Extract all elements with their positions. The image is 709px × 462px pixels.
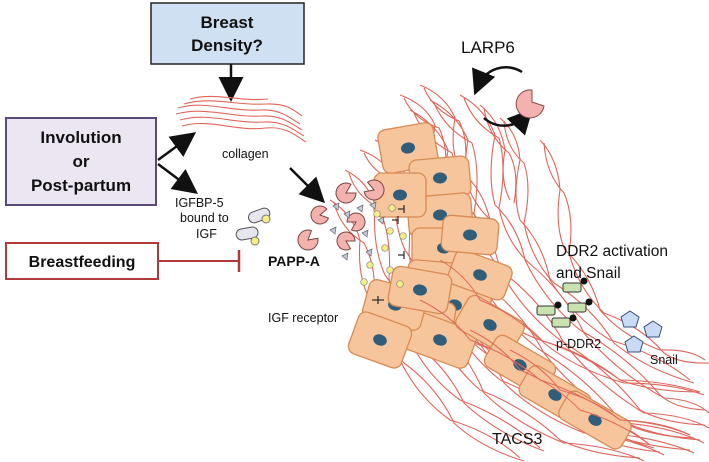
- cell-nucleus: [433, 209, 447, 221]
- breastfeeding-box: Breastfeeding: [5, 242, 159, 280]
- ddr2-line-1: DDR2 activation: [556, 243, 668, 260]
- igf-receptor-icons: [372, 205, 405, 304]
- cell-nucleus: [588, 414, 602, 426]
- ddr2-line-2: and Snail: [556, 265, 621, 282]
- cell-nucleus: [433, 172, 447, 184]
- larp6-protein-icon: [515, 89, 545, 119]
- igfbp-fragment: [332, 202, 340, 211]
- cell-nucleus: [401, 142, 415, 154]
- igf-ligand: [396, 280, 404, 288]
- larp6-label: LARP6: [461, 38, 515, 57]
- involution-line-1: Involution: [40, 128, 121, 147]
- cell-nucleus: [483, 319, 497, 331]
- collagen-fiber: [419, 84, 491, 221]
- collagen-arrow: [289, 167, 326, 204]
- igfbp5-line-3: IGF: [196, 227, 217, 241]
- cell-nucleus: [373, 334, 387, 346]
- igfbp-fragment: [329, 226, 337, 235]
- p-ddr2-icons: [536, 277, 593, 328]
- igf-ligand: [360, 278, 368, 286]
- tacs3-label: TACS3: [492, 431, 542, 448]
- igf-ligand: [381, 244, 389, 252]
- igfbp5-complex-icons: [235, 207, 271, 246]
- epithelial-cell: [440, 214, 500, 256]
- involution-arrow-up: [157, 132, 197, 162]
- collagen-fiber: [543, 142, 709, 364]
- p-ddr2-label: p-DDR2: [556, 337, 601, 351]
- involution-arrow-down: [157, 163, 198, 194]
- collagen-fiber-overlay: [439, 259, 701, 393]
- igfbp-fragment: [356, 204, 364, 213]
- igf-ligand: [366, 261, 374, 269]
- pappa-molecule: [363, 179, 385, 201]
- cell-nucleus: [463, 229, 477, 241]
- igf-ligand: [373, 210, 381, 218]
- cell-nucleus: [413, 284, 427, 296]
- pappa-molecules: [297, 179, 407, 288]
- collagen-fiber: [503, 120, 695, 384]
- igf-ligand: [386, 227, 394, 235]
- larp6-cycle-arrows: [472, 66, 533, 136]
- pappa-molecule: [297, 229, 319, 251]
- igf-ligand: [388, 204, 396, 212]
- epithelial-cell: [558, 390, 632, 450]
- igfbp-fragment: [377, 216, 385, 225]
- igfbp5-line-2: bound to: [180, 211, 229, 225]
- pappa-molecule: [336, 231, 356, 251]
- epithelial-cell: [387, 265, 453, 315]
- breastfeeding-label: Breastfeeding: [29, 254, 136, 271]
- igf-ligand: [386, 266, 394, 274]
- collagen-label: collagen: [222, 147, 269, 161]
- collagen-fiber-overlay: [509, 349, 691, 436]
- igfbp-fragment: [369, 201, 377, 210]
- collagen-fiber-overlay: [469, 329, 651, 446]
- collagen-fiber: [423, 87, 495, 224]
- breast-density-line-1: Breast: [201, 13, 254, 32]
- pappa-label: PAPP-A: [268, 253, 320, 269]
- igf-receptor-label: IGF receptor: [268, 311, 338, 325]
- igfbp-fragment: [341, 252, 349, 261]
- involution-line-3: Post-partum: [31, 176, 131, 195]
- involution-line-2: or: [73, 152, 90, 171]
- cell-nucleus: [393, 189, 407, 201]
- igfbp5-line-1: IGFBP-5: [175, 196, 224, 210]
- snail-icons: [620, 310, 663, 353]
- cell-nucleus: [473, 269, 487, 281]
- cell-nucleus: [548, 389, 562, 401]
- igf-ligand: [399, 232, 407, 240]
- igfbp-fragment: [365, 248, 373, 257]
- epithelial-cell: [447, 249, 513, 301]
- epithelial-cell-cluster: [347, 122, 701, 450]
- collagen-fiber: [463, 97, 709, 414]
- breast-density-box: Breast Density?: [150, 2, 305, 65]
- collagen-bundle-left: [175, 95, 307, 143]
- involution-box: Involution or Post-partum: [5, 117, 157, 206]
- pappa-molecule: [335, 182, 357, 204]
- collagen-fiber: [483, 107, 517, 204]
- breast-density-line-2: Density?: [191, 36, 263, 55]
- epithelial-cell: [347, 311, 413, 369]
- collagen-fiber: [433, 102, 709, 429]
- cell-nucleus: [433, 334, 447, 346]
- igfbp-fragment: [343, 210, 351, 219]
- snail-label: Snail: [650, 353, 678, 367]
- pappa-molecule: [310, 205, 330, 225]
- igfbp-fragment: [361, 229, 369, 238]
